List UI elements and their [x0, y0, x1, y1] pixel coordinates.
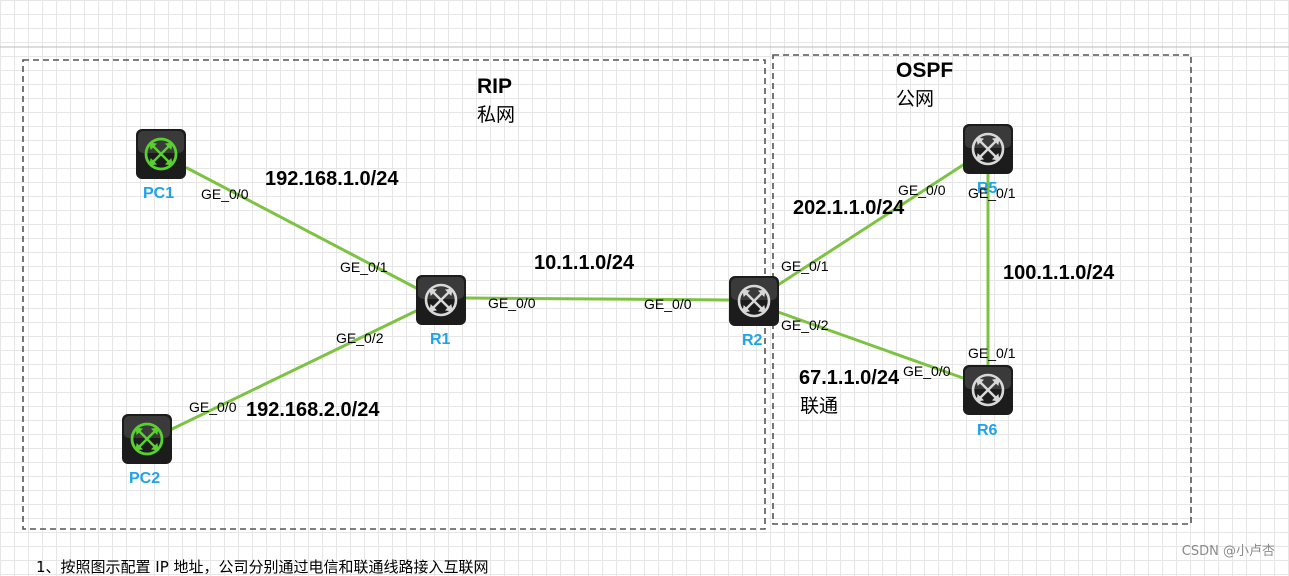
- network-label-r5-r6: 100.1.1.0/24: [1003, 262, 1115, 284]
- r5-label: R5: [977, 180, 998, 197]
- pc2-label: PC2: [129, 470, 161, 487]
- rip-zone-border: [22, 59, 766, 530]
- pc2-icon[interactable]: [122, 414, 172, 464]
- r5-router-icon[interactable]: [963, 124, 1013, 174]
- port-r5-ge0-1: GE_0/1: [968, 185, 1016, 201]
- r2-label: R2: [742, 332, 763, 349]
- network-label-r2-r5: 202.1.1.0/24: [793, 197, 905, 219]
- network-label-r2-r6: 67.1.1.0/24: [799, 367, 900, 389]
- ospf-zone-title: OSPF: [896, 59, 954, 82]
- link-pc1-r1: [185, 166, 420, 291]
- pc1-icon[interactable]: [136, 129, 186, 179]
- port-r1-ge0-0: GE_0/0: [488, 295, 536, 311]
- link-r1-r2: [464, 296, 731, 302]
- port-r2-ge0-0: GE_0/0: [644, 296, 692, 312]
- unicom-annotation: 联通: [800, 395, 839, 417]
- port-r2-ge0-2: GE_0/2: [781, 317, 829, 333]
- port-pc1-ge0-0: GE_0/0: [201, 186, 249, 202]
- ospf-zone-border: [772, 54, 1192, 525]
- port-r5-ge0-0: GE_0/0: [898, 182, 946, 198]
- port-r1-ge0-1: GE_0/1: [340, 259, 388, 275]
- port-r6-ge0-1: GE_0/1: [968, 345, 1016, 361]
- csdn-watermark: CSDN @小卢杏: [1181, 544, 1275, 559]
- rip-zone-subtitle: 私网: [477, 104, 516, 126]
- network-label-pc1-r1: 192.168.1.0/24: [265, 168, 399, 190]
- r6-label: R6: [977, 422, 998, 439]
- link-pc2-r1: [168, 308, 420, 432]
- ospf-zone-subtitle: 公网: [896, 88, 935, 110]
- pc1-label: PC1: [143, 185, 175, 202]
- r6-router-icon[interactable]: [963, 365, 1013, 415]
- port-pc2-ge0-0: GE_0/0: [189, 399, 237, 415]
- link-r2-r5: [776, 163, 965, 287]
- port-r6-ge0-0: GE_0/0: [903, 363, 951, 379]
- r1-router-icon[interactable]: [416, 275, 466, 325]
- r1-label: R1: [430, 331, 451, 348]
- network-label-r1-r2: 10.1.1.0/24: [534, 252, 635, 274]
- link-r2-r6: [776, 310, 965, 380]
- footer-instruction-text: 1、按照图示配置 IP 地址，公司分别通过电信和联通线路接入互联网: [36, 558, 489, 576]
- port-r2-ge0-1: GE_0/1: [781, 258, 829, 274]
- r2-router-icon[interactable]: [729, 276, 779, 326]
- network-label-pc2-r1: 192.168.2.0/24: [246, 399, 380, 421]
- port-r1-ge0-2: GE_0/2: [336, 330, 384, 346]
- rip-zone-title: RIP: [477, 75, 513, 98]
